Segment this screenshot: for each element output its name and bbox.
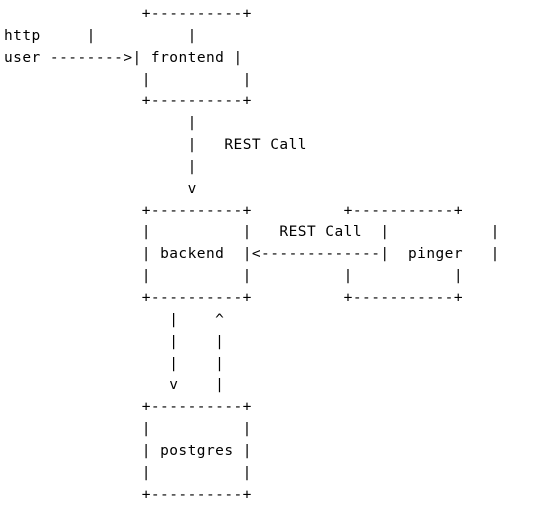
pinger-box-border: | <box>463 246 500 263</box>
frontend-box-border: | | <box>4 71 252 88</box>
backend-box-border: | | <box>4 268 252 285</box>
user-label: user <box>4 49 41 66</box>
frontend-box-border: | <box>224 49 243 66</box>
pinger-to-backend-label: REST Call <box>279 224 363 241</box>
postgres-box-border: | | <box>4 421 252 438</box>
pinger-box-border: | <box>380 246 408 263</box>
backend-box-border: +----------+ <box>4 202 252 219</box>
postgres-box-border: | | <box>4 464 252 481</box>
frontend-box-border: | <box>132 49 151 66</box>
postgres-to-backend-arrowhead: ^ <box>215 311 225 328</box>
pinger-box-border: +-----------+ <box>343 289 464 306</box>
postgres-box-border: +----------+ <box>4 399 252 416</box>
frontend-to-backend-line: | <box>4 115 197 132</box>
frontend-box-border: +----------+ <box>4 93 252 110</box>
frontend-to-backend-arrowhead: v <box>187 180 197 197</box>
frontend-to-backend-line: | <box>4 158 197 175</box>
frontend-node-label: frontend <box>150 49 225 66</box>
postgres-box-border: +----------+ <box>4 486 252 503</box>
frontend-box-border: +----------+ <box>4 6 252 22</box>
postgres-node-label: postgres <box>160 442 234 459</box>
backend-to-postgres-arrowhead: v <box>169 377 179 394</box>
backend-postgres-lines: | | <box>4 333 225 350</box>
pinger-box-border: | | <box>380 224 500 241</box>
http-label: http <box>4 27 41 44</box>
pinger-node-label: pinger <box>407 246 464 263</box>
backend-postgres-lines: | | <box>4 355 225 372</box>
postgres-box-border: | <box>233 442 252 459</box>
pinger-to-backend-arrow: <------------- <box>251 246 381 263</box>
backend-box-border: | | <box>4 224 252 241</box>
backend-box-border: | <box>4 246 161 263</box>
frontend-to-backend-label: REST Call <box>224 137 307 154</box>
backend-box-border: | <box>224 246 252 263</box>
pinger-box-border: | | <box>343 268 464 285</box>
postgres-box-border: | <box>4 442 161 459</box>
backend-node-label: backend <box>160 246 225 263</box>
user-to-frontend-arrow: --------> <box>49 49 133 66</box>
backend-postgres-lines: | ^ <box>4 311 225 328</box>
backend-postgres-lines: v | <box>169 377 225 394</box>
frontend-to-backend-line: | <box>4 137 197 154</box>
backend-box-border: +----------+ <box>4 289 252 306</box>
ascii-architecture-diagram: +----------+ http | | user -------->| fr… <box>4 4 500 506</box>
frontend-box-border: | | <box>86 27 197 44</box>
pinger-box-border: +-----------+ <box>343 202 464 219</box>
